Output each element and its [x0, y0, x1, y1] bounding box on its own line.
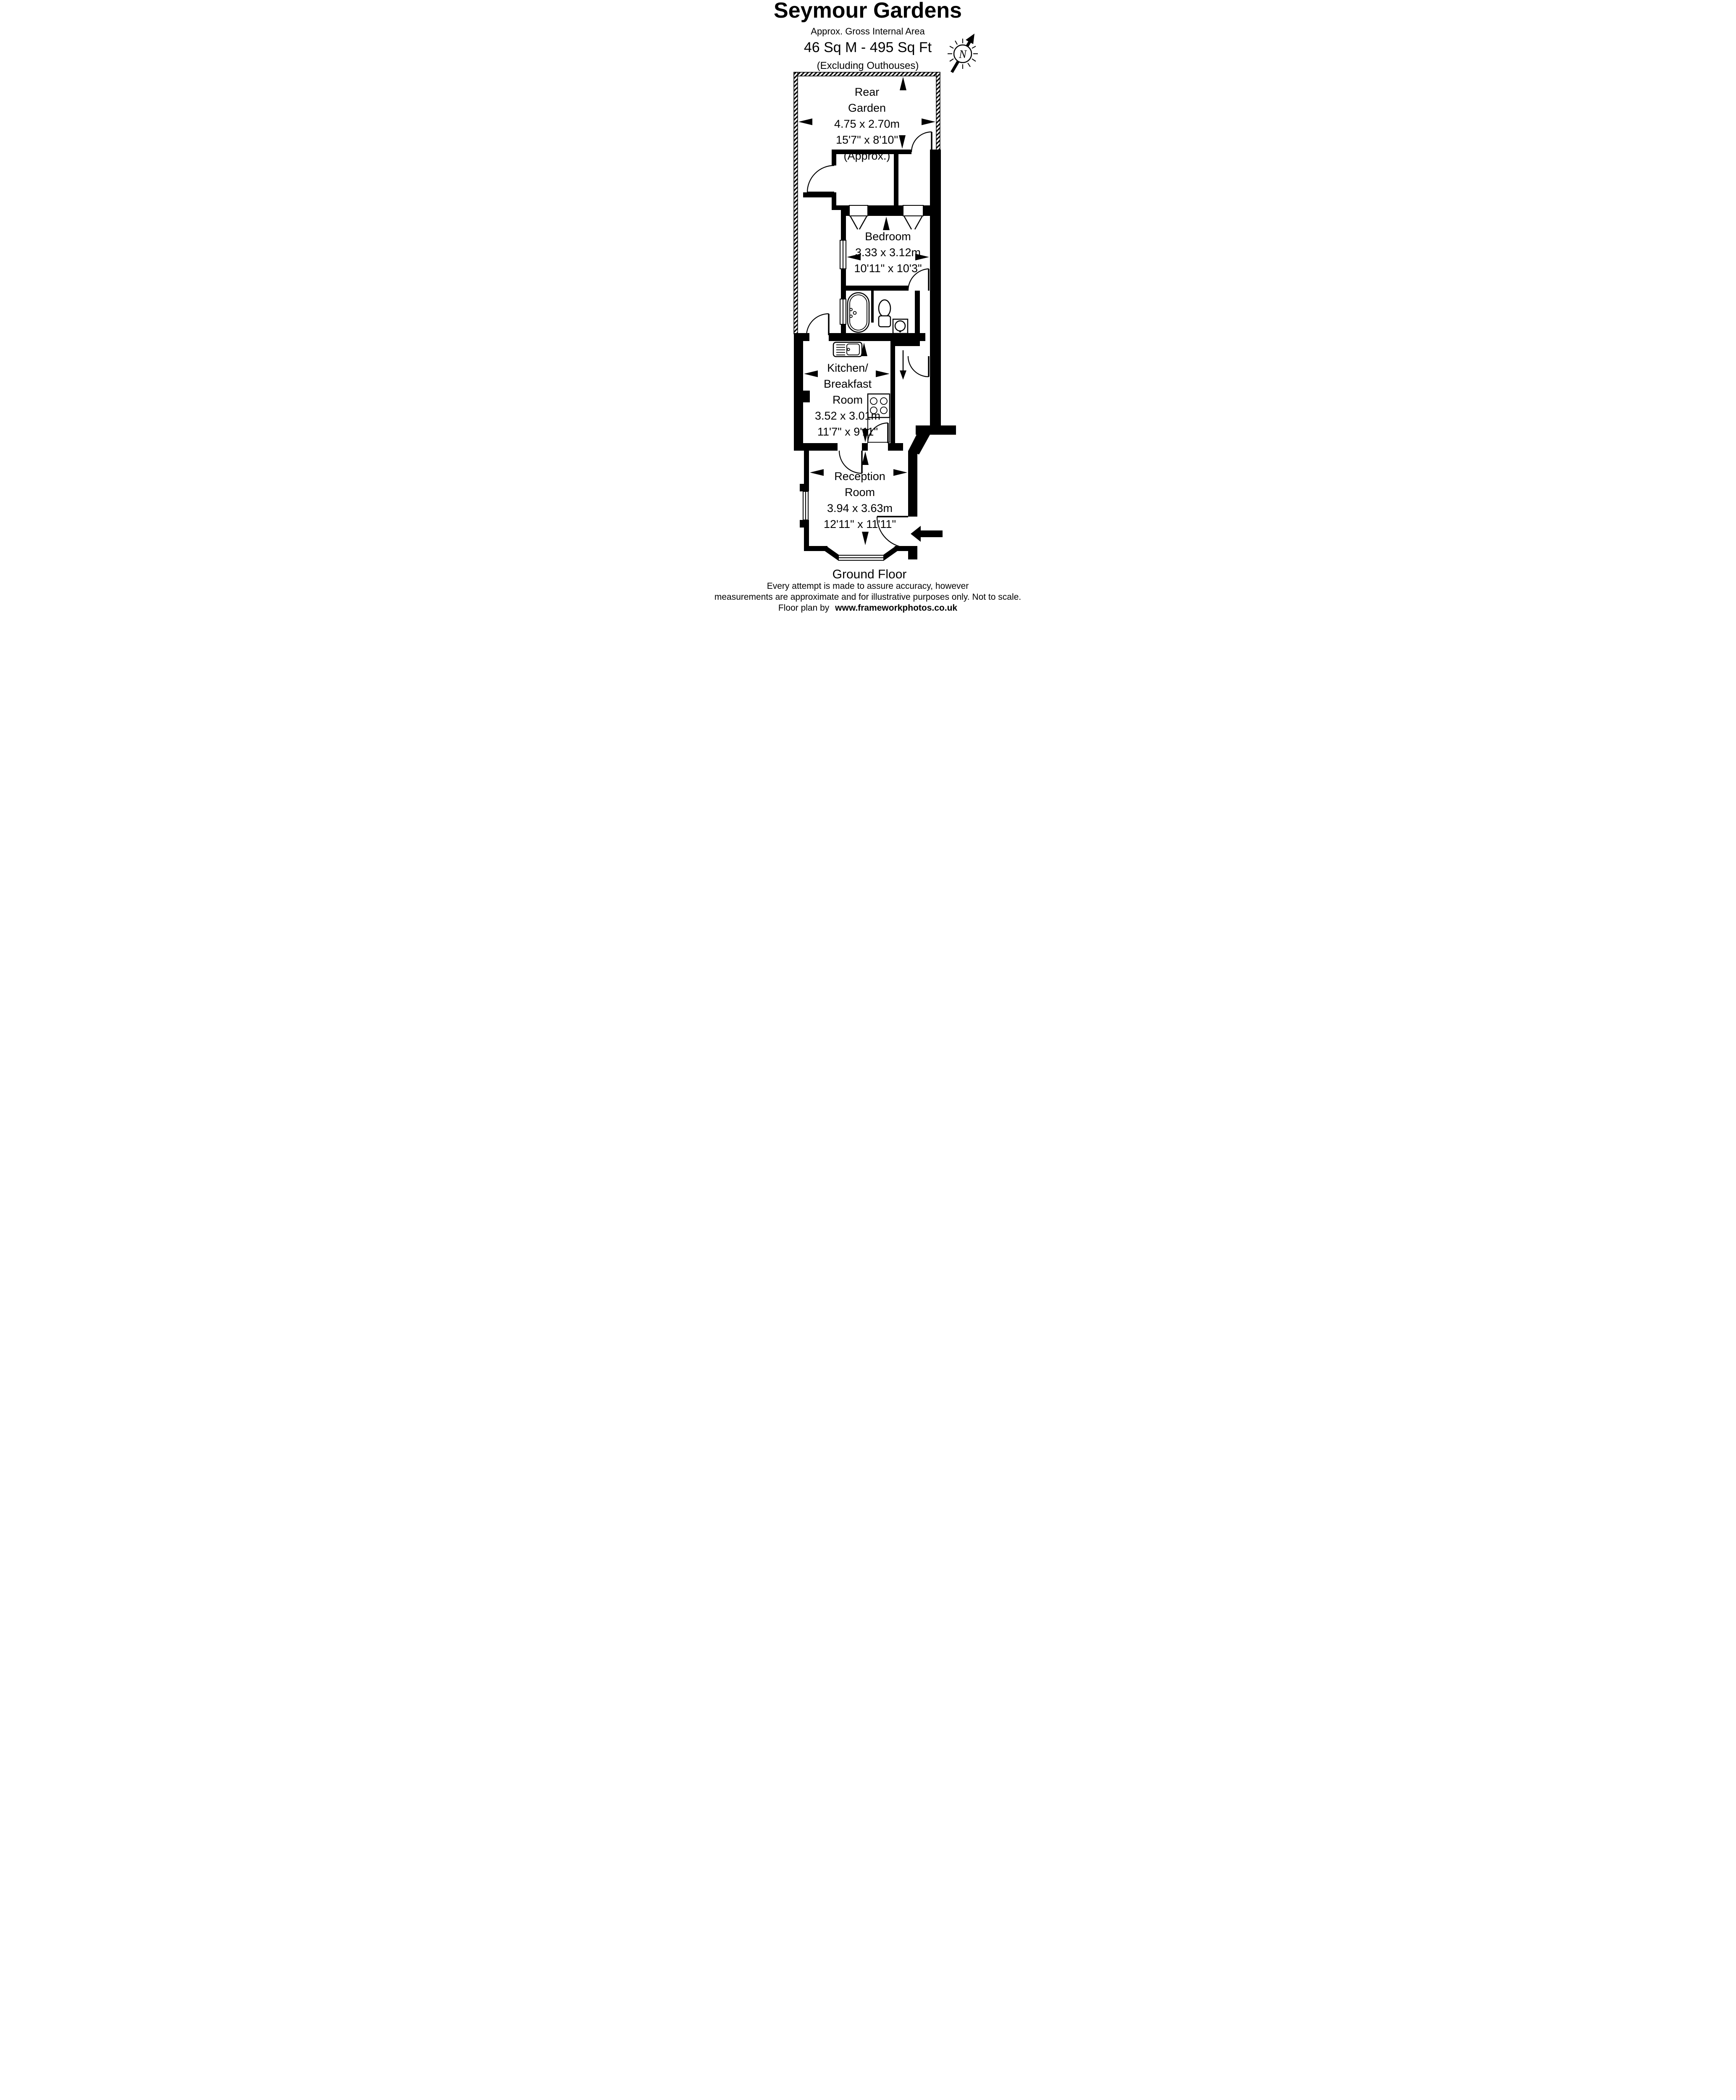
- north-letter: N: [959, 48, 967, 60]
- door-outhouse-right: [911, 131, 932, 152]
- bedroom-dims-ft: 10'11" x 10'3": [854, 262, 922, 275]
- entrance-arrow-icon: [911, 526, 943, 542]
- header: Seymour Gardens Approx. Gross Internal A…: [774, 0, 962, 71]
- garden-label: Rear: [855, 86, 880, 98]
- credit-site: www.frameworkphotos.co.uk: [835, 603, 957, 613]
- hob-icon: [867, 393, 890, 418]
- reception-room: Reception Room 3.94 x 3.63m 12'11" x 11'…: [800, 425, 956, 561]
- bedroom-dims-m: 3.33 x 3.12m: [855, 246, 921, 259]
- dimension-arrow-up-icon: [900, 77, 906, 90]
- bedroom: Bedroom 3.33 x 3.12m 10'11" x 10'3": [840, 205, 930, 291]
- kitchen-label: Kitchen/: [827, 362, 868, 374]
- garden-fence-top: [793, 72, 940, 76]
- dimension-arrow-left-icon: [847, 254, 861, 260]
- dimension-arrow-down-icon: [899, 135, 906, 149]
- excluding-note: (Excluding Outhouses): [817, 60, 919, 71]
- bathtub-icon: [847, 292, 870, 333]
- front-door: [876, 516, 909, 549]
- dimension-arrow-right-icon: [915, 254, 929, 260]
- garden-label: Garden: [848, 102, 886, 114]
- credit-line: Floor plan by www.frameworkphotos.co.uk: [778, 603, 958, 613]
- garden-fence-right: [936, 72, 940, 152]
- north-arrow-head: [966, 34, 974, 44]
- hallway: [900, 350, 906, 380]
- kitchen-breakfast-room: Kitchen/ Breakfast Room 3.52 x 3.01m 11'…: [794, 313, 903, 451]
- reception-label: Reception: [834, 470, 885, 483]
- garden-fence-left: [793, 72, 798, 334]
- canted-wall: [908, 435, 930, 454]
- disclaimer-line-2: measurements are approximate and for ill…: [714, 592, 1021, 602]
- dimension-arrow-right-icon: [893, 469, 907, 476]
- bathroom: [829, 291, 930, 378]
- bedroom-window-top-right: [903, 205, 924, 216]
- kitchen-label: Room: [833, 394, 863, 406]
- door-bedroom: [907, 268, 930, 291]
- footer: Ground Floor Every attempt is made to as…: [714, 567, 1021, 613]
- door-outhouse-left: [806, 165, 835, 193]
- dimension-arrow-left-icon: [798, 118, 812, 125]
- gross-area-label: 46 Sq M - 495 Sq Ft: [804, 39, 932, 55]
- dimension-arrow-left-icon: [804, 370, 818, 377]
- dimension-arrow-right-icon: [876, 370, 890, 377]
- dimension-arrow-down-icon: [900, 370, 906, 380]
- dimension-arrow-down-icon: [862, 429, 869, 442]
- north-compass-icon: N: [948, 34, 978, 73]
- door-kitchen-garden: [806, 313, 830, 336]
- dimension-arrow-up-icon: [861, 343, 867, 356]
- credit-prefix: Floor plan by: [778, 603, 830, 613]
- reception-dims-ft: 12'11" x 11'11": [824, 518, 896, 530]
- house-right-wall: [930, 150, 941, 425]
- outhouses: [803, 131, 941, 425]
- door-bathroom-hall: [907, 356, 930, 378]
- disclaimer-line-1: Every attempt is made to assure accuracy…: [767, 581, 969, 591]
- reception-dims-m: 3.94 x 3.63m: [827, 502, 893, 514]
- bedroom-window-left: [840, 240, 846, 269]
- reception-label: Room: [845, 486, 875, 499]
- dimension-arrow-right-icon: [922, 118, 935, 125]
- basin-icon: [892, 318, 909, 334]
- dimension-arrow-up-icon: [883, 217, 890, 230]
- kitchen-dims-m: 3.52 x 3.01m: [815, 410, 880, 422]
- kitchen-left-pier: [803, 391, 810, 402]
- page-subtitle: Approx. Gross Internal Area: [811, 26, 925, 37]
- bedroom-label: Bedroom: [865, 230, 911, 243]
- floor-label: Ground Floor: [833, 567, 907, 581]
- garden-dims-ft: 15'7" x 8'10": [836, 134, 898, 146]
- kitchen-dims-ft: 11'7" x 9'11": [817, 425, 878, 438]
- dimension-arrow-left-icon: [810, 469, 824, 476]
- kitchen-label: Breakfast: [824, 378, 872, 390]
- bay-window-bottom: [838, 555, 884, 561]
- garden-dims-m: 4.75 x 2.70m: [834, 118, 900, 130]
- reception-window-left: [803, 491, 809, 520]
- page-title: Seymour Gardens: [774, 0, 962, 23]
- dimension-arrow-up-icon: [862, 452, 869, 465]
- toilet-icon: [878, 299, 891, 328]
- door-reception: [838, 450, 863, 474]
- bathroom-window-left: [840, 299, 846, 325]
- floor-plan-page: Seymour Gardens Approx. Gross Internal A…: [651, 0, 1085, 614]
- dimension-arrow-down-icon: [862, 532, 869, 545]
- floor-plan-canvas: Seymour Gardens Approx. Gross Internal A…: [714, 0, 1021, 613]
- bedroom-window-top-left: [849, 205, 868, 216]
- kitchen-sink-icon: [833, 341, 863, 357]
- door-kitchen-lobby: [867, 422, 889, 444]
- porch-wall: [916, 425, 956, 435]
